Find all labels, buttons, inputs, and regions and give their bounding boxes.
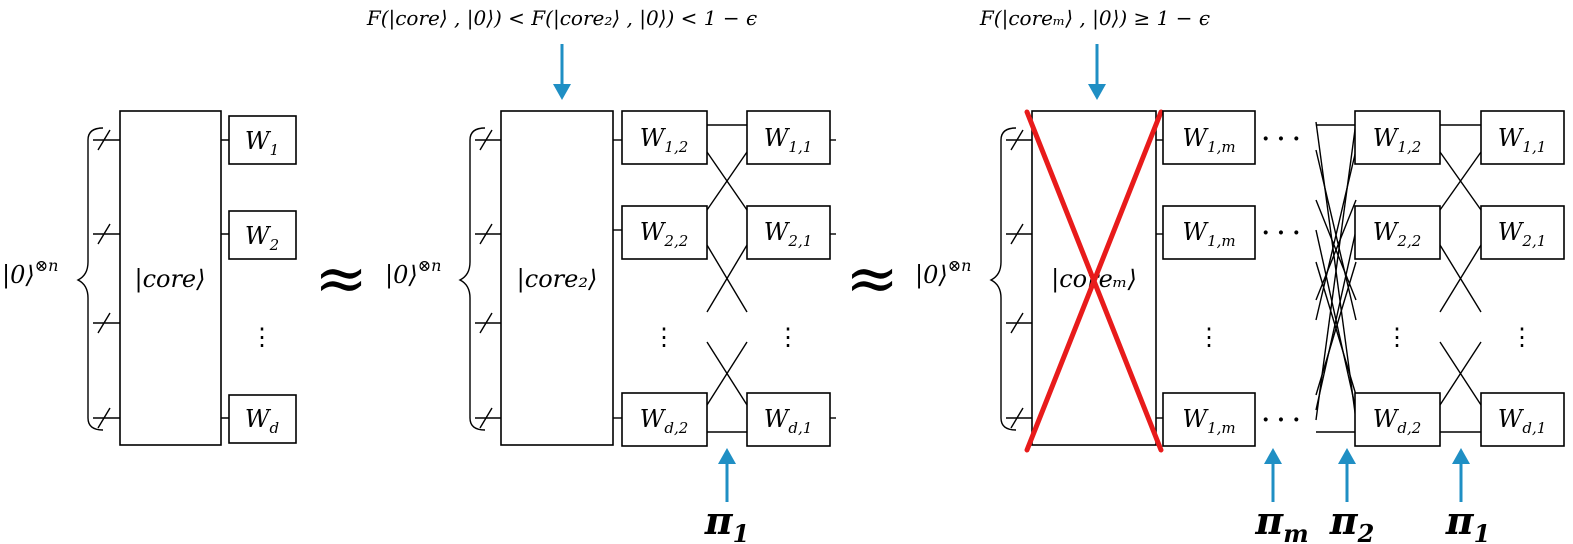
bundle-slash: [97, 129, 111, 151]
core-box: [500, 110, 614, 446]
w-label: W1,2: [640, 124, 689, 156]
w-label: Wd,2: [1373, 405, 1422, 437]
arrow-head: [718, 448, 736, 464]
w-box: [1354, 392, 1441, 447]
stage-3: F(|coreₘ⟩ , |0⟩) ≥ 1 − ϵ |0⟩⊗n |coreₘ⟩: [915, 6, 1565, 544]
hdots: · · ·: [1262, 220, 1300, 246]
w-box: [621, 205, 708, 260]
bundle-slash: [479, 129, 493, 151]
bundle-slash: [1010, 312, 1024, 334]
w-box: [1162, 110, 1256, 165]
stage-2: F(|core⟩ , |0⟩) < F(|core₂⟩ , |0⟩) < 1 −…: [366, 6, 836, 544]
arrow-head: [1264, 448, 1282, 464]
w-label: W2,1: [1498, 218, 1547, 250]
hdots: · · ·: [1262, 407, 1300, 433]
permutation-wires: [1315, 121, 1357, 433]
w-label: W1,m: [1182, 405, 1235, 437]
w-label: W1,m: [1182, 218, 1235, 250]
arrow-head: [1338, 448, 1356, 464]
w-label: W2,1: [764, 218, 813, 250]
fidelity-condition: F(|core⟩ , |0⟩) < F(|core₂⟩ , |0⟩) < 1 −…: [366, 6, 757, 31]
permutation-label: π2: [1329, 498, 1375, 544]
w-box: [621, 110, 708, 165]
w-box: [1480, 392, 1565, 447]
w-box: [621, 392, 708, 447]
w-label: W2: [245, 222, 279, 254]
bundle-slash: [1010, 223, 1024, 245]
approx-symbol: ≈: [845, 242, 899, 316]
bundle-slash: [479, 223, 493, 245]
core-label: |core⟩: [134, 265, 205, 294]
bundle-slash: [1010, 129, 1024, 151]
permutation-label: π1: [704, 498, 750, 544]
w-label: W1,1: [1498, 124, 1547, 156]
w-box: [1480, 110, 1565, 165]
w-label: W1,2: [1373, 124, 1422, 156]
vdots: ⋮: [1510, 323, 1534, 351]
w-box: [1354, 110, 1441, 165]
bundle-slash: [97, 312, 111, 334]
w-box: [1480, 205, 1565, 260]
approx-symbol: ≈: [314, 242, 368, 316]
permutation-wires: [1439, 124, 1482, 433]
vdots: ⋮: [1197, 323, 1221, 351]
input-brace: [76, 127, 104, 431]
vdots: ⋮: [776, 323, 800, 351]
permutation-label: π1: [1445, 498, 1491, 544]
w-box: [1162, 392, 1256, 447]
w-box: [746, 392, 831, 447]
bundle-slash: [479, 407, 493, 429]
bundle-slash: [479, 312, 493, 334]
arrow-head: [553, 84, 571, 100]
w-label: W2,2: [1373, 218, 1422, 250]
permutation-wires: [706, 124, 748, 433]
w-label: Wd,2: [640, 405, 689, 437]
arrow-head: [1452, 448, 1470, 464]
w-box: [1162, 205, 1256, 260]
vdots: ⋮: [652, 323, 676, 351]
permutation-label: πm: [1254, 498, 1308, 544]
bundle-slash: [97, 223, 111, 245]
input-brace: [458, 127, 486, 431]
input-brace: [989, 127, 1017, 431]
core-box: [119, 110, 222, 446]
w-label: W2,2: [640, 218, 689, 250]
w-box: [228, 394, 297, 444]
core-label: |core₂⟩: [517, 265, 598, 294]
arrow-head: [1088, 84, 1106, 100]
w-label: Wd,1: [764, 405, 813, 437]
w-label: W1,1: [764, 124, 813, 156]
w-box: [746, 110, 831, 165]
w-label: Wd: [245, 405, 279, 437]
w-box: [1354, 205, 1441, 260]
stage-1: |0⟩⊗n |core⟩ W1 W2 Wd ⋮: [2, 110, 297, 446]
w-box: [228, 210, 297, 260]
input-ket: |0⟩⊗n: [915, 256, 971, 290]
fidelity-condition: F(|coreₘ⟩ , |0⟩) ≥ 1 − ϵ: [979, 6, 1210, 31]
w-box: [228, 115, 297, 165]
bundle-slash: [1010, 407, 1024, 429]
cross-out-mark: [1024, 109, 1164, 453]
vdots: ⋮: [1385, 323, 1409, 351]
w-label: Wd,1: [1498, 405, 1547, 437]
w-box: [746, 205, 831, 260]
hdots: · · ·: [1262, 126, 1300, 152]
w-label: W1,m: [1182, 124, 1235, 156]
input-ket: |0⟩⊗n: [2, 256, 58, 290]
bundle-slash: [97, 407, 111, 429]
w-label: W1: [245, 127, 279, 159]
vdots: ⋮: [250, 323, 274, 351]
input-ket: |0⟩⊗n: [385, 256, 441, 290]
